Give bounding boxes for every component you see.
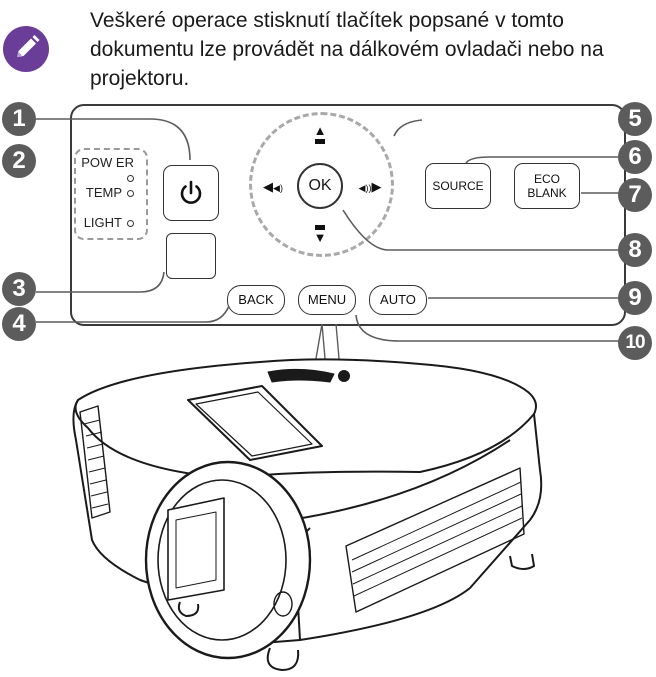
volume-down-icon: ◀) [273, 183, 283, 193]
arrow-up-button[interactable]: ▲ [313, 124, 327, 144]
callout-9-label: 9 [628, 284, 642, 311]
callout-8: 8 [618, 233, 652, 267]
direction-keypad [249, 112, 394, 257]
power-led-dot [127, 175, 134, 183]
arrow-down-bar [315, 225, 325, 230]
arrow-right-icon: ▶ [371, 179, 382, 194]
arrow-down-icon: ▼ [313, 230, 327, 245]
auto-button-label: AUTO [380, 292, 416, 307]
eco-blank-label-line2: BLANK [527, 186, 567, 200]
arrow-right-button[interactable]: ◀))▶ [352, 180, 388, 195]
eco-blank-label-line1: ECO [533, 172, 560, 186]
power-icon [180, 180, 202, 204]
back-button-label: BACK [238, 292, 274, 307]
back-button[interactable]: BACK [227, 285, 285, 315]
auto-button[interactable]: AUTO [369, 285, 427, 315]
source-button-label: SOURCE [432, 179, 484, 193]
menu-button-label: MENU [307, 292, 347, 307]
callout-6-label: 6 [628, 143, 642, 170]
callout-6: 6 [618, 140, 652, 174]
arrow-left-icon: ◀ [263, 179, 274, 194]
callout-2-label: 2 [12, 147, 26, 174]
callout-3-label: 3 [12, 275, 26, 302]
power-led-label: POW ER [81, 155, 134, 170]
menu-button[interactable]: MENU [298, 285, 356, 315]
callout-4-label: 4 [12, 310, 26, 337]
ir-sensor [166, 233, 216, 279]
led-indicator-group [74, 148, 148, 240]
power-button[interactable] [163, 165, 219, 221]
callout-7: 7 [618, 178, 652, 212]
callout-10: 10 [618, 326, 652, 360]
source-button[interactable]: SOURCE [425, 163, 491, 209]
callout-7-label: 7 [628, 181, 642, 208]
arrow-left-button[interactable]: ◀◀) [257, 180, 289, 195]
ok-button[interactable]: OK [297, 163, 343, 209]
callout-1: 1 [2, 102, 36, 136]
callout-1-label: 1 [12, 105, 26, 132]
power-led: POW ER [72, 155, 134, 185]
arrow-up-bar [315, 139, 325, 144]
callout-3: 3 [2, 272, 36, 306]
temp-led-dot [127, 190, 134, 198]
temp-led-label: TEMP [85, 185, 122, 200]
callout-10-label: 10 [625, 332, 645, 353]
callout-5: 5 [618, 102, 652, 136]
arrow-down-button[interactable]: ▼ [313, 225, 327, 245]
eco-blank-button[interactable]: ECO BLANK [514, 163, 580, 209]
callout-8-label: 8 [628, 236, 642, 263]
callout-9: 9 [618, 281, 652, 315]
note-pencil-icon [3, 26, 49, 72]
volume-up-icon: ◀)) [358, 183, 372, 193]
temp-led: TEMP [72, 185, 134, 200]
ok-button-label: OK [308, 177, 332, 194]
callout-2: 2 [2, 144, 36, 178]
light-led-label: LIGHT [83, 215, 122, 230]
callout-4: 4 [2, 307, 36, 341]
note-text: Veškeré operace stisknutí tlačítek popsa… [90, 9, 604, 90]
light-led: LIGHT [72, 215, 134, 230]
callout-5-label: 5 [628, 105, 642, 132]
light-led-dot [127, 220, 134, 228]
arrow-up-icon: ▲ [313, 123, 327, 138]
